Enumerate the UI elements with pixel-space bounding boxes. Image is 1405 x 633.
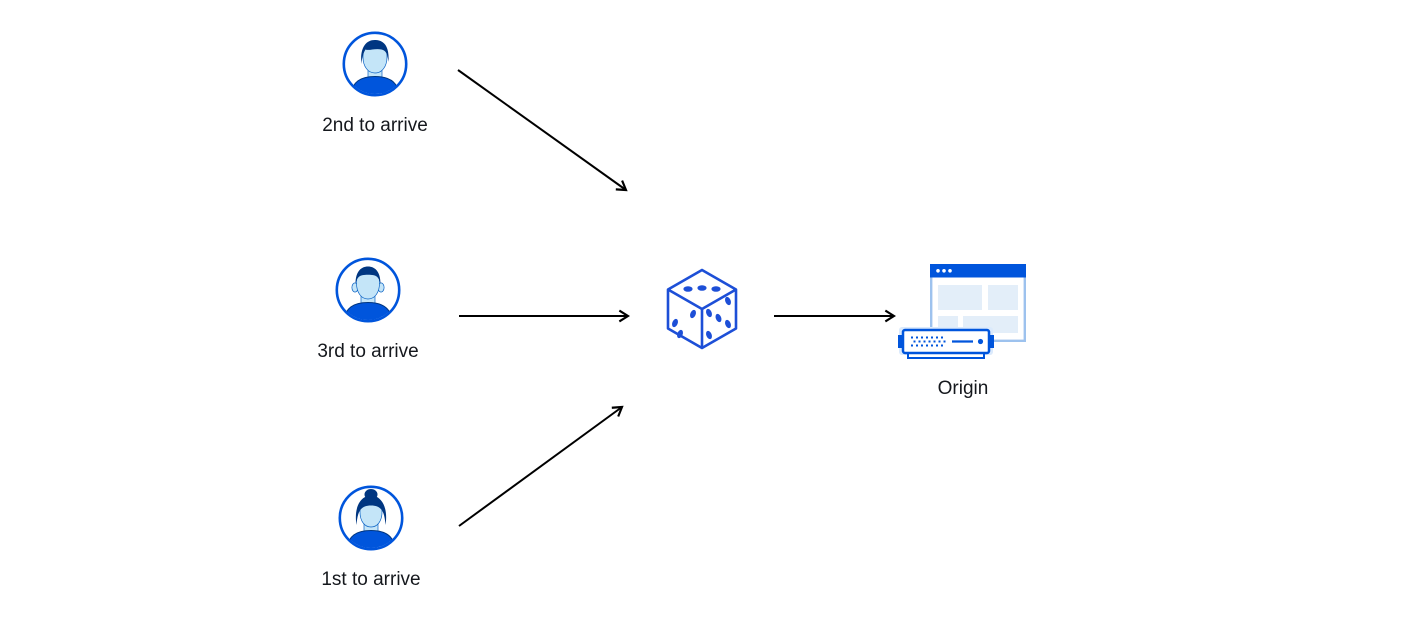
avatar-man-flat-hair-icon [335,257,401,323]
arrow-user-2nd-to-dice [457,69,628,192]
user-node-3rd-to-arrive: 3rd to arrive [288,257,448,363]
avatar-man-swept-hair-icon [342,31,408,97]
user-label: 3rd to arrive [317,341,419,362]
server-icon [898,327,994,359]
arrow-user-1st-to-dice [458,405,624,527]
avatar-woman-bun-icon [338,485,404,551]
user-node-2nd-to-arrive: 2nd to arrive [295,31,455,137]
user-label: 1st to arrive [321,569,421,590]
origin-label: Origin [937,378,989,399]
user-node-1st-to-arrive: 1st to arrive [291,485,451,591]
dice-icon [666,268,738,350]
origin-node: Origin [898,263,1028,408]
dice-node [666,268,738,352]
user-label: 2nd to arrive [322,115,428,136]
